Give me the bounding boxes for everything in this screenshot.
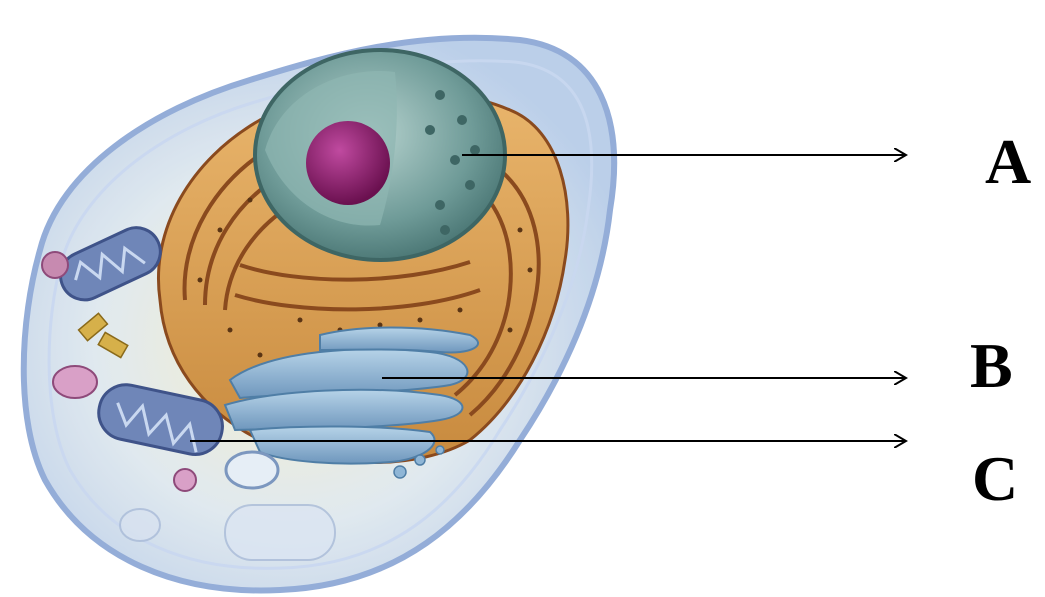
- nucleolus: [306, 121, 390, 205]
- label-a: A: [985, 126, 1031, 197]
- vacuole: [226, 452, 278, 488]
- peroxisome: [120, 509, 160, 541]
- golgi-cisterna-4: [320, 328, 478, 353]
- vesicle-open: [53, 366, 97, 398]
- label-c: C: [972, 443, 1018, 514]
- label-b: B: [970, 330, 1013, 401]
- lysosome-1: [42, 252, 68, 278]
- bottom-vesicle: [225, 505, 335, 560]
- labels: A B C: [970, 126, 1031, 514]
- lysosome-2: [174, 469, 196, 491]
- golgi-cisterna-3: [250, 426, 434, 463]
